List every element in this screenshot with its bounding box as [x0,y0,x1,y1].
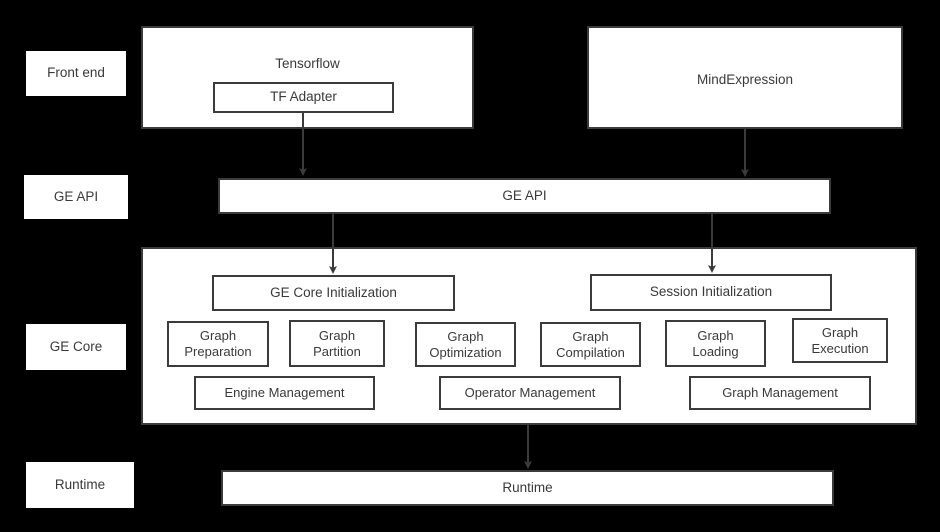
mindexpression-container [587,26,903,129]
lane-label-front-end: Front end [26,51,126,96]
session-initialization-box[interactable]: Session Initialization [590,274,832,311]
graph-execution-box[interactable]: Graph Execution [792,318,888,363]
ge-core-initialization-box[interactable]: GE Core Initialization [212,275,455,311]
graph-management-box[interactable]: Graph Management [689,376,871,410]
engine-management-box[interactable]: Engine Management [194,376,375,410]
tensorflow-container [141,26,474,129]
graph-loading-box[interactable]: Graph Loading [665,320,766,367]
graph-optimization-box[interactable]: Graph Optimization [415,322,516,367]
graph-compilation-box[interactable]: Graph Compilation [540,322,641,367]
ge-api-bar[interactable]: GE API [218,178,831,214]
runtime-bar[interactable]: Runtime [221,470,834,506]
graph-partition-box[interactable]: Graph Partition [289,320,385,367]
tensorflow-label: Tensorflow [275,56,340,71]
lane-label-ge-api: GE API [24,175,128,219]
operator-management-box[interactable]: Operator Management [439,376,621,410]
graph-preparation-box[interactable]: Graph Preparation [167,321,269,367]
tf-adapter-box[interactable]: TF Adapter [213,82,394,113]
lane-label-runtime: Runtime [26,462,134,508]
lane-label-ge-core: GE Core [26,324,126,370]
mindexpression-label: MindExpression [696,72,794,87]
